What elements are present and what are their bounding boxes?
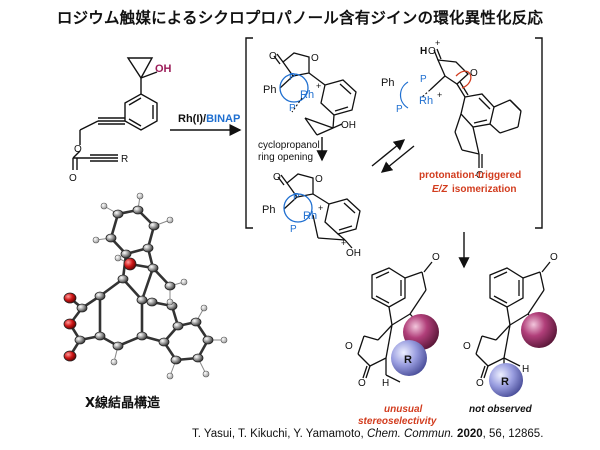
intermediate-3	[429, 48, 522, 168]
o-label-p2a: O	[463, 341, 471, 352]
plus-label-2: +	[318, 203, 323, 213]
p-label-1b: P	[289, 103, 296, 114]
oh-label-2: OH	[346, 248, 361, 259]
xray-caption: X線結晶構造	[85, 396, 161, 411]
o-label-p1b: O	[358, 378, 366, 389]
equilibrium-reverse-arrow	[380, 145, 415, 173]
p-label-3b: P	[396, 104, 403, 115]
plus-label-2b: +	[341, 238, 346, 248]
intermediate-1	[273, 52, 357, 136]
o-label-3a: O	[428, 46, 436, 57]
r-label-p1: R	[404, 354, 412, 366]
p-label-3a: P	[420, 74, 427, 85]
bisphosphine-arc-2	[283, 193, 313, 223]
p-label-2a: P	[293, 192, 300, 203]
page-title: ロジウム触媒によるシクロプロパノール含有ジインの環化異性化反応	[56, 9, 544, 27]
product-observed	[357, 261, 433, 383]
bisphosphine-arc-3	[399, 81, 409, 109]
unusual-note-line2: stereoselectivity	[358, 416, 437, 427]
lavender-sphere-left	[391, 340, 427, 376]
purple-sphere-right	[521, 312, 557, 348]
rh-label-2: Rh	[303, 210, 317, 222]
r-label-p2: R	[501, 376, 509, 388]
starting-material	[72, 57, 158, 170]
o-label-2a: O	[273, 172, 281, 183]
unusual-note-line1: unusual	[384, 404, 423, 415]
plus-label-3b: +	[435, 38, 440, 48]
ph-label-2: Ph	[262, 204, 275, 216]
rh-label-1: Rh	[300, 89, 314, 101]
protonation-label-line2a: E/Z	[432, 184, 448, 195]
rh-label-3: Rh	[419, 95, 433, 107]
lavender-sphere-right	[489, 363, 523, 397]
right-bracket	[535, 37, 543, 229]
plus-label-3: +	[437, 90, 442, 100]
not-observed-note: not observed	[469, 404, 533, 415]
o-label-3b: O	[470, 68, 478, 79]
intermediate-2	[277, 173, 361, 249]
protonation-label-line1: protonation-triggered	[419, 170, 521, 181]
citation-rest: , 56, 12865.	[482, 428, 544, 440]
citation-year: 2020	[453, 428, 483, 440]
isomerization-curved-arrow	[455, 70, 472, 89]
left-bracket	[245, 37, 253, 229]
citation-journal: Chem. Commun.	[366, 428, 454, 440]
o-label-p2c: O	[550, 252, 558, 263]
reagent-part2: BINAP	[206, 113, 241, 125]
ring-opening-label-line1: cyclopropanol	[258, 140, 320, 151]
p-label-1a: P	[289, 72, 296, 83]
o-label-2b: O	[315, 174, 323, 185]
p-label-2b: P	[290, 224, 297, 235]
o-label-p2b: O	[476, 378, 484, 389]
o-ether-label: O	[74, 144, 82, 155]
ring-opening-label-line2: ring opening	[258, 152, 313, 163]
plus-label-1: +	[316, 81, 321, 91]
o-carbonyl-label: O	[69, 173, 77, 184]
o-label-p1c: O	[432, 252, 440, 263]
ph-label-3: Ph	[381, 77, 394, 89]
o-label-1b: O	[311, 53, 319, 64]
citation-authors: T. Yasui, T. Kikuchi, Y. Yamamoto,	[192, 428, 367, 440]
o-label-p1a: O	[345, 341, 353, 352]
xray-structure	[63, 192, 228, 380]
o-label-3c: O	[476, 170, 484, 181]
h-label-p1: H	[382, 378, 389, 389]
equilibrium-forward-arrow	[371, 139, 406, 167]
dashed-bond-1	[291, 97, 303, 113]
bisphosphine-arc-1	[279, 73, 309, 103]
reagent-part1: Rh(I)/	[178, 113, 207, 125]
o-label-1a: O	[269, 51, 277, 62]
h-label-p2: H	[522, 364, 529, 375]
reagent-label: Rh(I)/BINAP	[178, 113, 240, 125]
citation: T. Yasui, T. Kikuchi, Y. Yamamoto, Chem.…	[192, 428, 543, 440]
h-label-3: H	[420, 46, 427, 57]
ph-label-1: Ph	[263, 84, 276, 96]
oh-label-1: OH	[341, 120, 356, 131]
r-label-start: R	[121, 154, 128, 165]
oh-label-start: OH	[155, 63, 172, 75]
protonation-label-line2b: isomerization	[452, 184, 516, 195]
